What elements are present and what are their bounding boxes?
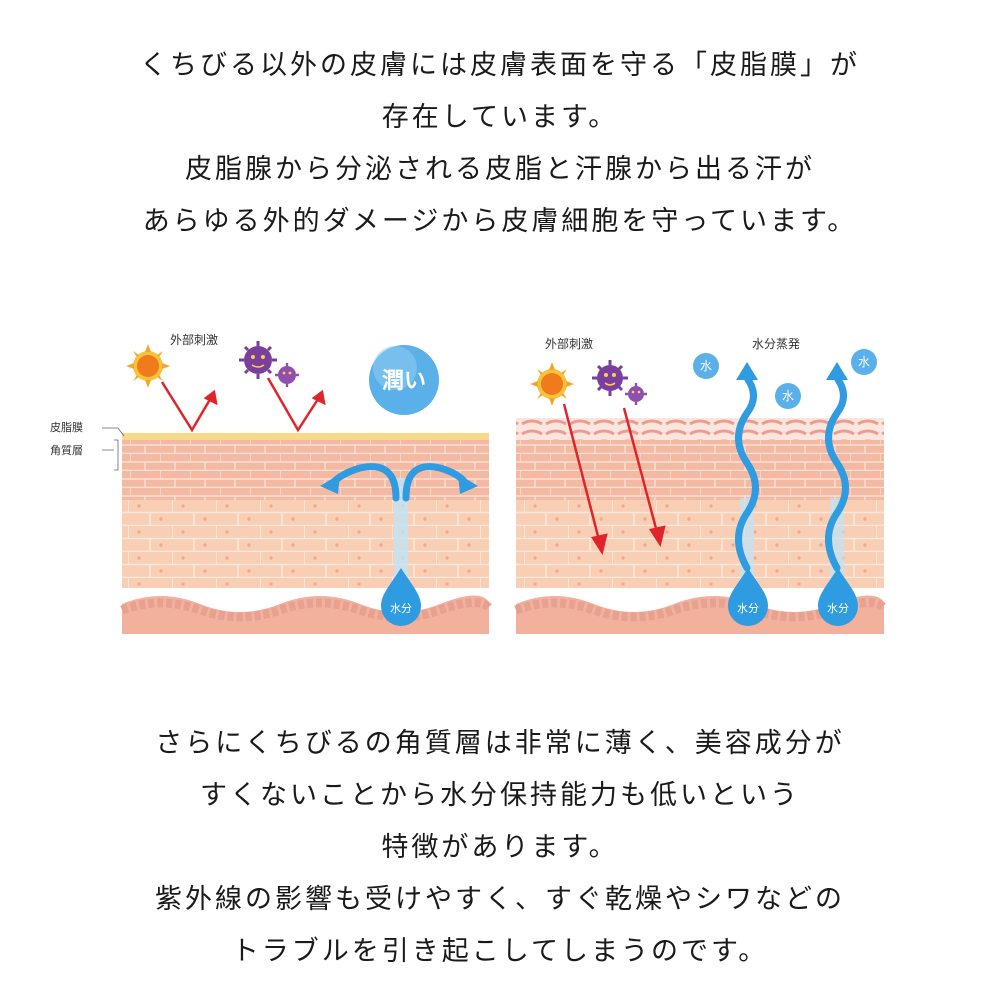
stratum-corneum-bracket bbox=[102, 439, 119, 471]
water-drop-icon: 水分 bbox=[818, 568, 858, 626]
reflected-stimulus-arrow bbox=[160, 381, 218, 433]
right-epidermis bbox=[516, 500, 884, 588]
right-external-stimulus-label: 外部刺激 bbox=[545, 336, 593, 351]
water-bubble-label: 水 bbox=[858, 355, 870, 369]
intro-paragraph: くちびる以外の皮膚には皮膚表面を守る「皮脂膜」が 存在しています。 皮脂腺から分… bbox=[0, 40, 1000, 248]
left-external-stimulus-label: 外部刺激 bbox=[170, 332, 218, 347]
right-water-drop-label: 水分 bbox=[827, 602, 849, 615]
right-water-drop-label: 水分 bbox=[737, 602, 759, 615]
stratum-corneum-label: 角質層 bbox=[50, 443, 83, 457]
water-drop-icon: 水分 bbox=[728, 568, 768, 626]
sun-icon bbox=[530, 362, 574, 406]
evaporation-arrow bbox=[825, 374, 849, 572]
left-panel-healthy-skin: 皮脂膜 角質層 外部刺激 bbox=[50, 332, 493, 634]
closing-line: 特徴があります。 bbox=[381, 832, 619, 863]
water-drop-icon: 水分 bbox=[381, 568, 421, 626]
reflected-stimulus-arrow bbox=[266, 377, 326, 433]
closing-line: すくないことから水分保持能力も低いという bbox=[200, 780, 800, 811]
intro-line: 皮脂腺から分泌される皮脂と汗腺から出る汗が bbox=[185, 154, 815, 185]
intro-line: あらゆる外的ダメージから皮膚細胞を守っています。 bbox=[142, 206, 858, 237]
closing-line: 紫外線の影響も受けやすく、すぐ乾燥やシワなどの bbox=[155, 884, 845, 915]
germ-icon bbox=[239, 341, 277, 379]
sebum-membrane-label: 皮脂膜 bbox=[50, 420, 83, 434]
right-stratum-corneum bbox=[516, 440, 884, 500]
water-bubble-label: 水 bbox=[782, 389, 794, 403]
intro-line: 存在しています。 bbox=[381, 102, 619, 133]
evaporation-label: 水分蒸発 bbox=[752, 337, 800, 351]
penetrating-stimulus-arrow bbox=[622, 407, 666, 548]
arrow-head-up bbox=[826, 362, 848, 380]
moisture-badge: 潤い bbox=[369, 345, 439, 415]
closing-line: さらにくちびるの角質層は非常に薄く、美容成分が bbox=[155, 728, 845, 759]
left-water-drop-label: 水分 bbox=[390, 602, 412, 615]
germ-icon bbox=[275, 363, 299, 387]
germ-icon bbox=[592, 360, 628, 396]
water-bubble-icon: 水 bbox=[775, 383, 801, 409]
penetrating-stimulus-arrow bbox=[562, 403, 608, 556]
closing-paragraph: さらにくちびるの角質層は非常に薄く、美容成分が すくないことから水分保持能力も低… bbox=[0, 718, 1000, 978]
moisture-badge-label: 潤い bbox=[382, 369, 426, 394]
water-stream bbox=[394, 478, 408, 578]
arrow-head-up bbox=[736, 362, 758, 380]
right-damaged-surface bbox=[516, 418, 884, 440]
arrow-head-right bbox=[458, 474, 478, 494]
evaporation-arrow bbox=[735, 374, 759, 572]
water-bubble-label: 水 bbox=[700, 359, 712, 373]
water-bubble-icon: 水 bbox=[851, 349, 877, 375]
arrow-head-left bbox=[320, 474, 340, 494]
right-basal-layer bbox=[516, 595, 884, 634]
right-panel-damaged-skin: 外部刺激 水分蒸発 bbox=[514, 336, 888, 634]
left-epidermis bbox=[122, 500, 489, 588]
water-bubble-icon: 水 bbox=[693, 353, 719, 379]
sebum-membrane-leader bbox=[102, 427, 125, 437]
skin-comparison-diagram: 皮脂膜 角質層 外部刺激 bbox=[50, 332, 888, 634]
left-sebum-membrane bbox=[122, 433, 489, 440]
intro-line: くちびる以外の皮膚には皮膚表面を守る「皮脂膜」が bbox=[140, 50, 860, 81]
closing-line: トラブルを引き起こしてしまうのです。 bbox=[231, 936, 769, 967]
germ-icon bbox=[625, 383, 647, 405]
sun-icon bbox=[126, 344, 170, 388]
